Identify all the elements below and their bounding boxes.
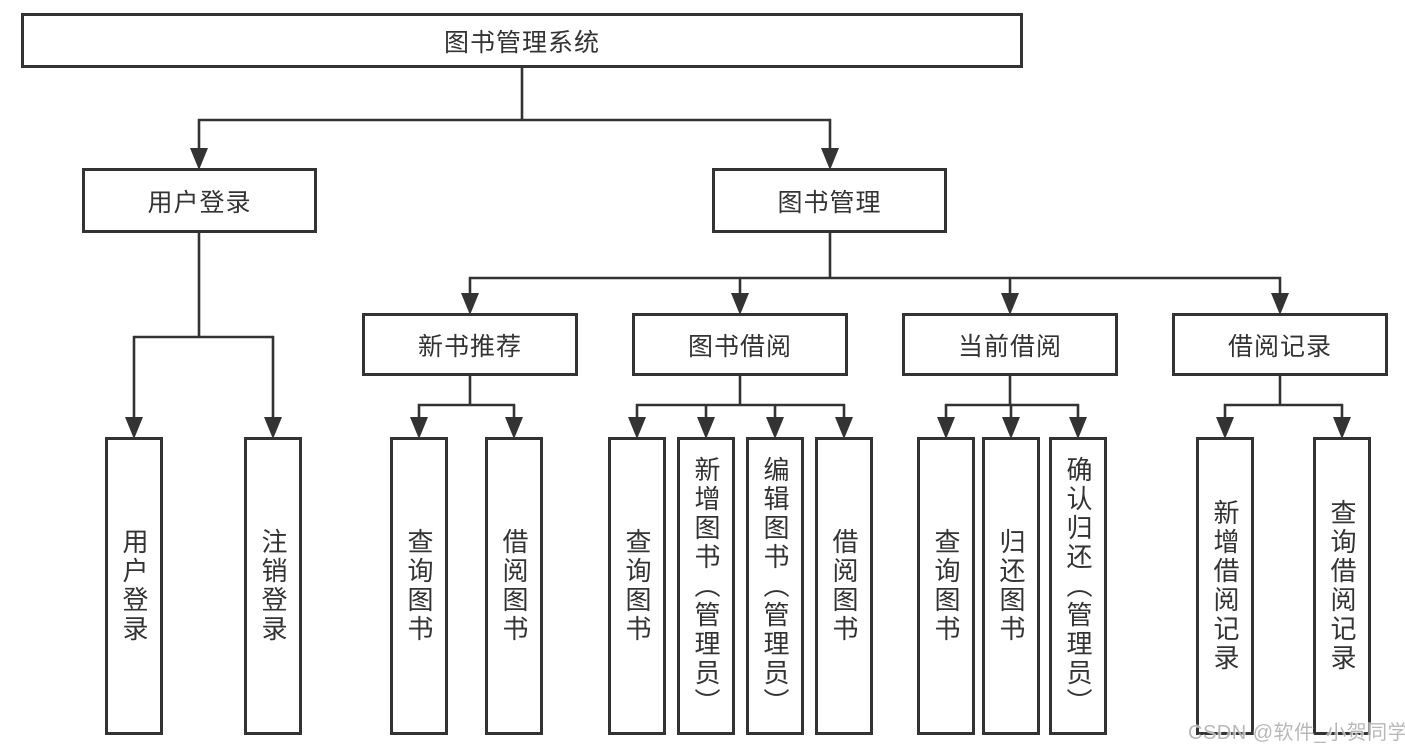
node-current-return-books-label: 归还图书 [996, 528, 1026, 644]
node-borrowing-add-books-admin-label: 新增图书（管理员） [691, 455, 721, 717]
node-book-borrowing-label: 图书借阅 [687, 332, 792, 361]
node-borrowing-records: 借阅记录 [1172, 313, 1388, 376]
connector-borrowing-children [628, 375, 853, 439]
node-borrowing-borrow-books-label: 借阅图书 [829, 528, 859, 644]
connector-current-children [937, 375, 1087, 439]
node-borrowing-edit-books-admin: 编辑图书（管理员） [746, 437, 804, 735]
node-root-label: 图书管理系统 [443, 28, 600, 57]
node-book-borrowing: 图书借阅 [632, 313, 848, 376]
node-current-borrowing-label: 当前借阅 [957, 332, 1062, 361]
node-new-book-recommend: 新书推荐 [362, 313, 578, 376]
node-login-logout: 注销登录 [244, 437, 302, 735]
node-login-logout-label: 注销登录 [258, 528, 288, 644]
node-current-query-books-label: 查询图书 [931, 528, 961, 644]
node-login-user-login: 用户登录 [105, 437, 163, 735]
node-borrowing-edit-books-admin-label: 编辑图书（管理员） [760, 455, 790, 717]
node-user-login-label: 用户登录 [147, 188, 252, 217]
connector-recommend-children [410, 375, 523, 439]
node-book-management: 图书管理 [712, 168, 947, 233]
connector-mgmt-to-level3 [461, 232, 1289, 315]
connector-login-children [125, 232, 282, 439]
node-current-query-books: 查询图书 [917, 437, 975, 735]
node-book-management-label: 图书管理 [777, 188, 882, 217]
node-new-book-recommend-label: 新书推荐 [417, 332, 522, 361]
node-borrowing-borrow-books: 借阅图书 [815, 437, 873, 735]
node-borrowing-query-books: 查询图书 [608, 437, 666, 735]
node-borrowing-query-books-label: 查询图书 [622, 528, 652, 644]
node-borrowing-add-books-admin: 新增图书（管理员） [677, 437, 735, 735]
node-current-return-books: 归还图书 [982, 437, 1040, 735]
node-recommend-query-books: 查询图书 [390, 437, 448, 735]
node-records-add-record-label: 新增借阅记录 [1210, 499, 1240, 673]
node-root: 图书管理系统 [21, 13, 1023, 68]
node-records-query-record-label: 查询借阅记录 [1327, 499, 1357, 673]
connector-records-children [1216, 375, 1351, 439]
node-user-login: 用户登录 [82, 168, 317, 233]
node-records-query-record: 查询借阅记录 [1313, 437, 1371, 735]
node-login-user-login-label: 用户登录 [119, 528, 149, 644]
node-borrowing-records-label: 借阅记录 [1227, 332, 1332, 361]
node-recommend-borrow-books: 借阅图书 [485, 437, 543, 735]
csdn-watermark: CSDN @软件_小贺同学 [1188, 722, 1405, 744]
node-records-add-record: 新增借阅记录 [1196, 437, 1254, 735]
node-recommend-query-books-label: 查询图书 [404, 528, 434, 644]
node-current-confirm-return-admin: 确认归还（管理员） [1049, 437, 1107, 735]
node-current-confirm-return-admin-label: 确认归还（管理员） [1063, 455, 1093, 717]
node-recommend-borrow-books-label: 借阅图书 [499, 528, 529, 644]
node-current-borrowing: 当前借阅 [902, 313, 1118, 376]
connector-root-to-level2 [190, 67, 839, 170]
